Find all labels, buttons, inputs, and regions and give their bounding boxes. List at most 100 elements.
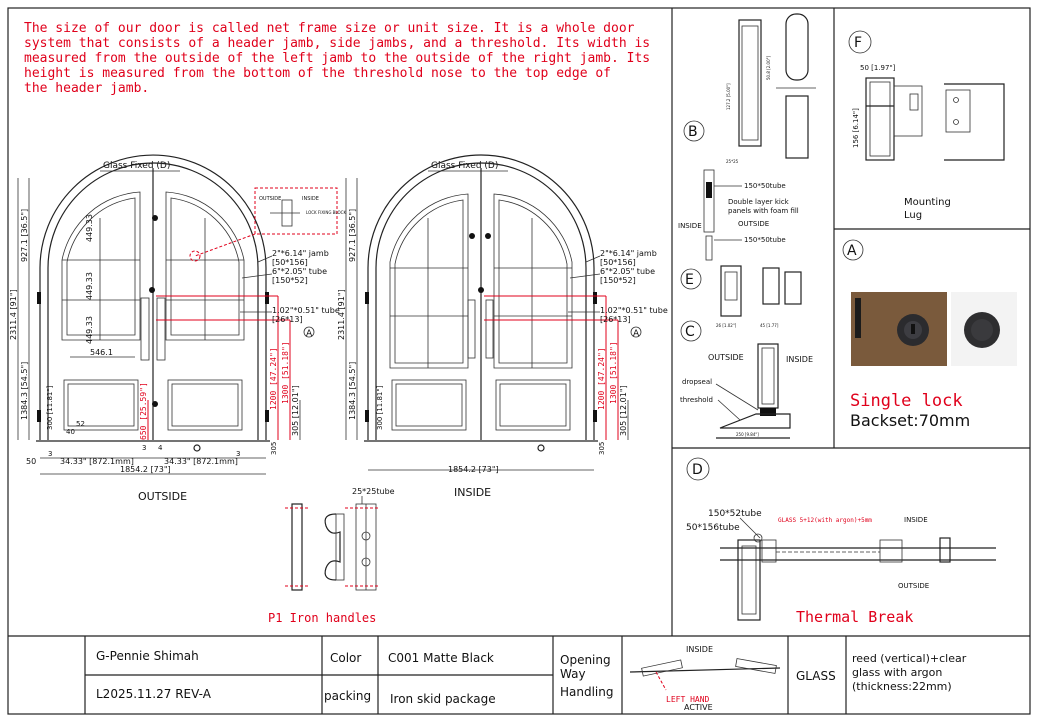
sheet-border (7, 7, 1031, 715)
inside-title: INSIDE (454, 486, 491, 499)
svg-text:250 [9.84"]: 250 [9.84"] (736, 432, 759, 437)
backset-label: Backset:70mm (850, 411, 970, 430)
c-label-inside: INSIDE (786, 355, 813, 364)
inside-glass-label: Glass Fixed (D) (431, 161, 498, 171)
active-line-2: ACTIVE (684, 703, 713, 712)
outside-glass-label: Glass Fixed (D) (103, 161, 170, 171)
f-dim-width: 50 [1.97"] (860, 64, 896, 72)
grid-dim-1: 449.33 (85, 214, 94, 242)
note-line-4: height is measured from the bottom of th… (24, 66, 611, 81)
marker-d: D (692, 462, 703, 478)
inside-callout-small-tube-mm: [26*13] (600, 315, 631, 324)
small-dim-52: 52 (76, 420, 85, 428)
outside-door-elevation: Glass Fixed (D) 449.3 (9, 154, 346, 503)
marker-a: A (847, 243, 857, 259)
c-label-outside: OUTSIDE (708, 353, 744, 362)
outside-marker-a: A (306, 329, 313, 339)
outside-dim-width: 1854.2 [73"] (120, 465, 171, 474)
inset-outside: OUTSIDE (259, 196, 281, 202)
small-dim-40: 40 (66, 428, 75, 436)
grid-dim-4: 546.1 (90, 348, 113, 357)
size-note: The size of our door is called net frame… (24, 21, 650, 96)
packing-value: Iron skid package (390, 692, 496, 706)
f-label-mounting: Mounting (904, 197, 951, 208)
callout-small-tube: 1.02"*0.51" tube (272, 306, 340, 315)
packing-label: packing (324, 689, 371, 703)
d-label-outside: OUTSIDE (898, 582, 929, 590)
c-label-threshold: threshold (680, 396, 713, 404)
inside-marker-a: A (633, 329, 640, 339)
outside-dim-gap-left: 3 (48, 450, 52, 458)
svg-text:26 [1.02"]: 26 [1.02"] (716, 323, 737, 328)
outside-dim-1300: 1300 [51.18"] (281, 341, 290, 404)
svg-text:45 [1.77]: 45 [1.77] (760, 323, 779, 328)
glass-line-2: glass with argon (852, 666, 942, 679)
note-line-1: The size of our door is called net frame… (24, 21, 635, 36)
inside-callout-jamb-mm: [50*156] (600, 258, 636, 267)
note-line-5: the header jamb. (24, 81, 149, 96)
svg-text:25*25: 25*25 (726, 159, 739, 164)
inside-dim-1200: 1200 [47.24"] (597, 347, 606, 410)
svg-text:50.8 [2.00"]: 50.8 [2.00"] (766, 56, 771, 80)
inside-door-elevation: Glass Fixed (D) 2311.4 [91"] 927.1 [3 (337, 154, 668, 499)
d-label-glass: GLASS 5+12(with argon)+5mm (778, 517, 872, 524)
marker-f: F (854, 35, 862, 51)
inside-dim-lower: 1384.3 [54.5"] (348, 362, 357, 420)
outside-dim-left-leaf: 34.33" [872.1mm] (60, 457, 134, 466)
inside-dim-arch: 927.1 [36.5"] (348, 209, 357, 262)
inside-callout-tube-mm: [150*52] (600, 276, 636, 285)
outside-dim-arch: 927.1 [36.5"] (20, 209, 29, 262)
inside-callout-jamb: 2"*6.14" jamb (600, 249, 657, 258)
active-line-1: LEFT HAND (666, 695, 710, 704)
revision: L2025.11.27 REV-A (96, 687, 212, 701)
outside-dim-305: 305 [12.01"] (291, 385, 300, 436)
outside-dim-lower: 1384.3 [54.5"] (20, 362, 29, 420)
section-d: D 150*52tube 50*156tube GLASS 5+12(with … (686, 457, 996, 626)
glass-line-1: reed (vertical)+clear (852, 652, 967, 665)
outside-title: OUTSIDE (138, 490, 187, 503)
callout-tube-mm: [150*52] (272, 276, 308, 285)
grid-dim-2: 449.33 (85, 272, 94, 300)
opening-line-3: Handling (560, 685, 614, 699)
d-label-150-52: 150*52tube (708, 509, 762, 519)
svg-text:127.2 [5.00"]: 127.2 [5.00"] (726, 83, 731, 110)
color-value: C001 Matte Black (388, 651, 494, 665)
inside-callout-small-tube: 1.02"*0.51" tube (600, 306, 668, 315)
outside-dim-right-leaf: 34.33" [872.1mm] (164, 457, 238, 466)
glass-label: GLASS (796, 669, 836, 683)
glass-line-3: (thickness:22mm) (852, 680, 952, 693)
b-label-tube-top: 150*50tube (744, 182, 786, 190)
marker-e: E (685, 272, 694, 288)
color-label: Color (330, 651, 361, 665)
section-e: E 26 [1.02"] 45 [1.77] (680, 265, 802, 328)
b-label-outside: OUTSIDE (738, 220, 769, 228)
small-dim-3: 3 (142, 444, 146, 452)
section-a: A Single lock Backset:70mm (842, 239, 1017, 430)
callout-jamb-mm: [50*156] (272, 258, 308, 267)
callout-small-tube-mm: [26*13] (272, 315, 303, 324)
b-label-inside: INSIDE (678, 222, 702, 230)
inside-dim-width: 1854.2 [73"] (448, 465, 499, 474)
thermal-break-title: Thermal Break (796, 608, 913, 626)
inside-dim-1300: 1300 [51.18"] (609, 341, 618, 404)
b-label-foam: panels with foam fill (728, 207, 799, 215)
b-label-tube-bottom: 150*50tube (744, 236, 786, 244)
section-c: C OUTSIDE INSIDE dropseal threshold 250 … (680, 320, 813, 439)
section-b: B 127.2 [5.00"] 50.8 [2.00"] 150*50tube … (678, 13, 816, 261)
outside-dim-height: 2311.4 [91"] (9, 289, 18, 340)
callout-tube: 6"*2.05" tube (272, 267, 327, 276)
f-dim-height: 156 [6.14"] (852, 108, 860, 148)
opening-line-2: Way (560, 667, 586, 681)
outside-dim-305-b: 305 (270, 442, 278, 455)
note-line-2: system that consists of a header jamb, s… (24, 36, 650, 51)
marker-c: C (685, 324, 695, 340)
title-block: G-Pennie Shimah L2025.11.27 REV-A Color … (84, 636, 967, 714)
small-dim-4: 4 (158, 444, 163, 452)
inset-lock-block: LOCK FIXING BLOCK (306, 210, 346, 215)
c-label-dropseal: dropseal (682, 378, 712, 386)
single-lock-label: Single lock (850, 391, 963, 411)
callout-jamb: 2"*6.14" jamb (272, 249, 329, 258)
d-label-50-156: 50*156tube (686, 523, 740, 533)
